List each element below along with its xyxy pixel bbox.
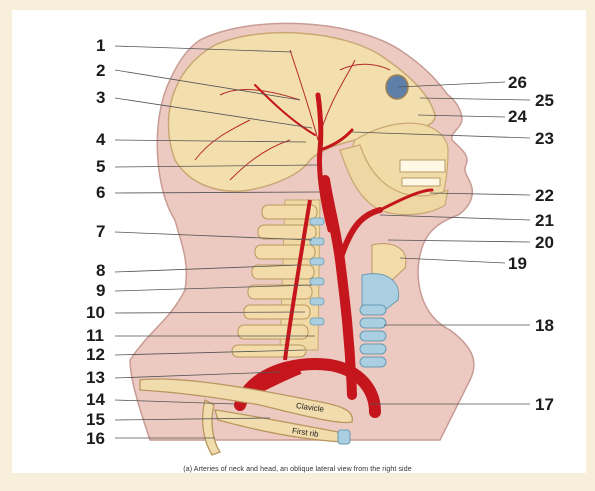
label-9: 9 <box>96 282 105 299</box>
label-22: 22 <box>535 187 554 204</box>
label-4: 4 <box>96 131 105 148</box>
label-14: 14 <box>86 391 105 408</box>
label-26: 26 <box>508 74 527 91</box>
label-7: 7 <box>96 223 105 240</box>
label-3: 3 <box>96 89 105 106</box>
label-6: 6 <box>96 184 105 201</box>
label-21: 21 <box>535 212 554 229</box>
label-15: 15 <box>86 411 105 428</box>
label-16: 16 <box>86 430 105 447</box>
label-10: 10 <box>86 304 105 321</box>
lower-teeth <box>402 178 440 186</box>
label-5: 5 <box>96 158 105 175</box>
teeth <box>400 160 445 172</box>
label-25: 25 <box>535 92 554 109</box>
sternum-cartilage <box>338 430 350 444</box>
label-24: 24 <box>508 108 527 125</box>
label-1: 1 <box>96 37 105 54</box>
label-12: 12 <box>86 346 105 363</box>
label-17: 17 <box>535 396 554 413</box>
label-18: 18 <box>535 317 554 334</box>
label-13: 13 <box>86 369 105 386</box>
figure-caption: (a) Arteries of neck and head, an obliqu… <box>0 466 595 473</box>
first-rib-label: First rib <box>291 422 320 443</box>
label-2: 2 <box>96 62 105 79</box>
label-11: 11 <box>86 327 104 344</box>
label-23: 23 <box>535 130 554 147</box>
label-20: 20 <box>535 234 554 251</box>
label-19: 19 <box>508 255 527 272</box>
label-8: 8 <box>96 262 105 279</box>
